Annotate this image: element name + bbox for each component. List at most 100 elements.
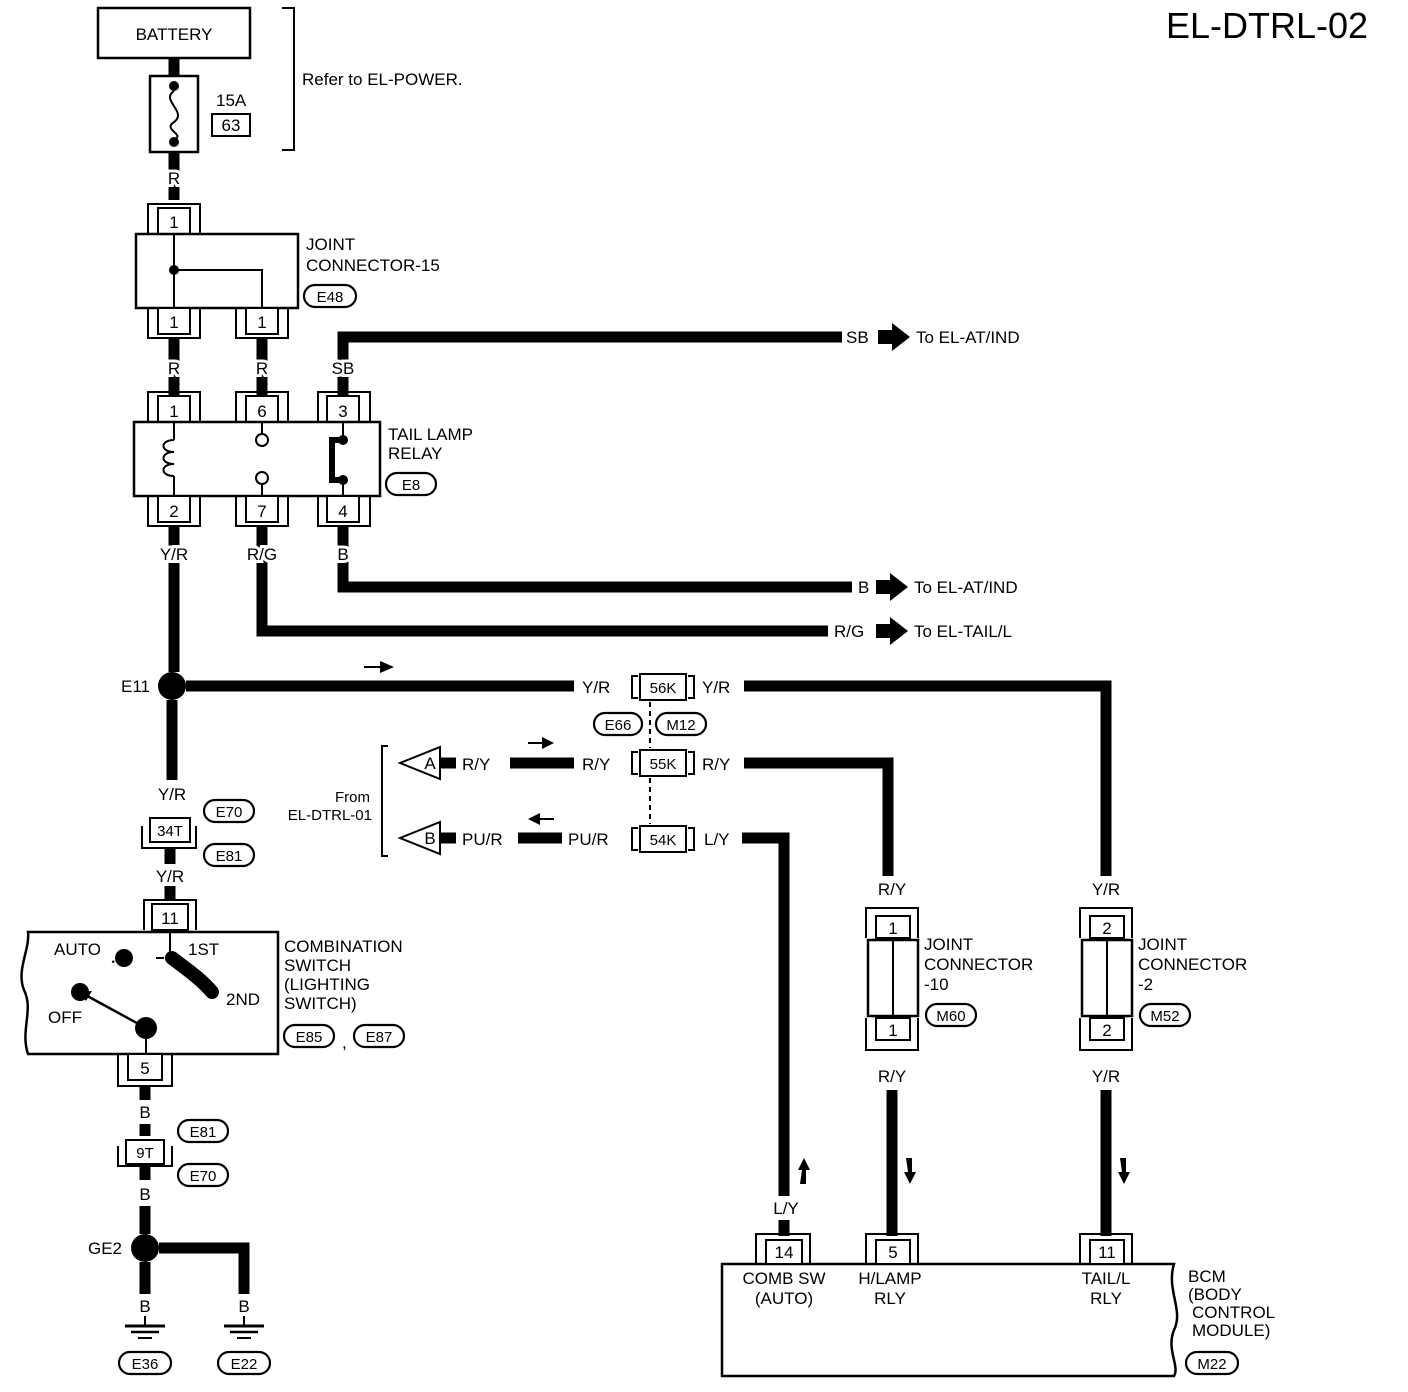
- svg-text:2ND: 2ND: [226, 990, 260, 1009]
- svg-text:M12: M12: [666, 717, 695, 734]
- dest-b: To EL-AT/IND: [914, 578, 1018, 597]
- svg-text:EL-DTRL-01: EL-DTRL-01: [288, 807, 372, 824]
- svg-text:From: From: [335, 789, 370, 806]
- connector-54k: 54K: [631, 825, 695, 853]
- svg-text:M60: M60: [936, 1008, 965, 1025]
- svg-text:2: 2: [1102, 1021, 1111, 1040]
- svg-text:Y/R: Y/R: [156, 867, 184, 886]
- svg-text:BATTERY: BATTERY: [136, 25, 213, 44]
- svg-text:R/Y: R/Y: [702, 755, 730, 774]
- svg-text:R: R: [168, 359, 180, 378]
- svg-text:SWITCH): SWITCH): [284, 994, 357, 1013]
- svg-text:COMBINATION: COMBINATION: [284, 937, 403, 956]
- svg-text:RLY: RLY: [874, 1289, 906, 1308]
- connector-e66-m12: E66 M12: [592, 702, 708, 748]
- svg-text:R/Y: R/Y: [582, 755, 610, 774]
- svg-text:PU/R: PU/R: [568, 830, 609, 849]
- svg-text:JOINT: JOINT: [1138, 935, 1187, 954]
- fuse: 15A 63: [148, 74, 251, 154]
- svg-text:11: 11: [1098, 1243, 1116, 1262]
- svg-text:14: 14: [775, 1243, 794, 1262]
- svg-text:RLY: RLY: [1090, 1289, 1122, 1308]
- svg-text:E81: E81: [216, 848, 243, 865]
- svg-text:SB: SB: [332, 359, 355, 378]
- svg-text:B: B: [139, 1103, 150, 1122]
- svg-text:E70: E70: [190, 1168, 217, 1185]
- svg-text:E8: E8: [402, 477, 420, 494]
- svg-text:SB: SB: [846, 328, 869, 347]
- flow-arrow-icon: [528, 737, 554, 749]
- svg-text:R/Y: R/Y: [878, 1067, 906, 1086]
- svg-text:Y/R: Y/R: [160, 545, 188, 564]
- flow-arrow-icon: [798, 1158, 810, 1184]
- arrow-right-icon: [878, 323, 910, 351]
- svg-text:7: 7: [257, 502, 266, 521]
- fuse-number: 63: [222, 116, 241, 135]
- svg-text:-10: -10: [924, 975, 949, 994]
- svg-text:R: R: [168, 169, 180, 188]
- svg-text:Y/R: Y/R: [702, 678, 730, 697]
- joint-connector-10: 1 1 JOINT CONNECTOR -10 M60: [865, 907, 1033, 1051]
- svg-text:E11: E11: [121, 677, 150, 696]
- svg-text:B: B: [139, 1297, 150, 1316]
- svg-text:A: A: [424, 754, 436, 773]
- flow-arrow-icon: [904, 1158, 916, 1184]
- svg-text:RELAY: RELAY: [388, 444, 443, 463]
- combination-switch: 11 AUTO 1ST 2ND OFF 5 COMBINATION SWITCH…: [20, 899, 406, 1087]
- connector-34t: 34T E70 E81: [141, 798, 256, 868]
- svg-text:E85: E85: [296, 1029, 323, 1046]
- svg-text:Y/R: Y/R: [1092, 1067, 1120, 1086]
- svg-text:BCM: BCM: [1188, 1267, 1226, 1286]
- svg-text:OFF: OFF: [48, 1008, 82, 1027]
- svg-text:4: 4: [338, 502, 347, 521]
- svg-text:JOINT: JOINT: [924, 935, 973, 954]
- ground-symbol-e36: E36: [117, 1316, 173, 1376]
- svg-text:E70: E70: [216, 804, 243, 821]
- from-bracket: [381, 745, 388, 857]
- svg-text:Y/R: Y/R: [582, 678, 610, 697]
- svg-text:SWITCH: SWITCH: [284, 956, 351, 975]
- svg-text:54K: 54K: [650, 832, 677, 849]
- svg-text:M22: M22: [1197, 1356, 1226, 1373]
- svg-text:34T: 34T: [157, 823, 183, 840]
- svg-text:6: 6: [257, 402, 266, 421]
- svg-text:56K: 56K: [650, 680, 677, 697]
- diagram-title: EL-DTRL-02: [1166, 5, 1368, 46]
- svg-text:Y/R: Y/R: [1092, 880, 1120, 899]
- connector-55k: 55K: [631, 749, 695, 777]
- svg-text:1: 1: [888, 919, 897, 938]
- svg-text:E48: E48: [317, 289, 344, 306]
- svg-text:R: R: [256, 359, 268, 378]
- svg-text:B: B: [424, 829, 435, 848]
- svg-text:H/LAMP: H/LAMP: [858, 1269, 921, 1288]
- from-a-marker: A: [397, 745, 456, 781]
- svg-text:TAIL/L: TAIL/L: [1082, 1269, 1131, 1288]
- svg-text:COMB SW: COMB SW: [742, 1269, 825, 1288]
- svg-text:CONNECTOR-15: CONNECTOR-15: [306, 256, 440, 275]
- svg-text:L/Y: L/Y: [773, 1199, 799, 1218]
- svg-text:1: 1: [169, 213, 178, 232]
- svg-text:R/Y: R/Y: [878, 880, 906, 899]
- flow-arrow-icon: [528, 813, 554, 825]
- svg-text:5: 5: [140, 1059, 149, 1078]
- svg-text:1: 1: [257, 313, 266, 332]
- svg-text:E22: E22: [231, 1356, 258, 1373]
- connector-9t: 9T E81 E70: [117, 1118, 230, 1188]
- ground-symbol-e22: E22: [216, 1316, 272, 1376]
- svg-text:CONNECTOR: CONNECTOR: [924, 955, 1033, 974]
- svg-text:1: 1: [888, 1021, 897, 1040]
- connector-56k: 56K: [631, 673, 695, 701]
- refer-note: Refer to EL-POWER.: [302, 70, 463, 89]
- svg-text:3: 3: [338, 402, 347, 421]
- flow-arrow-icon: [1118, 1158, 1130, 1184]
- svg-text:2: 2: [1102, 919, 1111, 938]
- dest-sb: To EL-AT/IND: [916, 328, 1020, 347]
- svg-text:B: B: [238, 1297, 249, 1316]
- flow-arrow-icon: [364, 661, 394, 673]
- tail-lamp-relay: 1 6 3 2 7 4 TAIL LAMP RELAY E8: [132, 391, 473, 527]
- dest-rg: To EL-TAIL/L: [914, 622, 1012, 641]
- svg-text:9T: 9T: [136, 1145, 154, 1162]
- svg-text:M52: M52: [1150, 1008, 1179, 1025]
- svg-text:AUTO: AUTO: [54, 940, 101, 959]
- svg-text:JOINT: JOINT: [306, 235, 355, 254]
